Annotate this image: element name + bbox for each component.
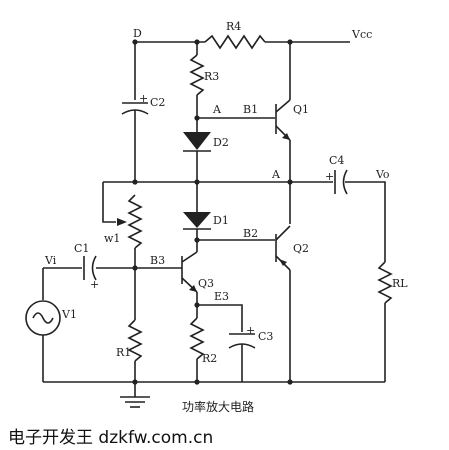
transistor-q3-collector: [181, 251, 198, 263]
potentiometer-w1-wiper: [117, 218, 127, 226]
capacitor-c1-plate-right: [91, 255, 97, 281]
junction-mid-center: [194, 179, 200, 185]
label-b1: B1: [243, 103, 258, 116]
label-v1: V1: [61, 308, 77, 321]
wire-mid-rail: [102, 181, 333, 223]
resistor-rl: [377, 261, 393, 304]
junction-a-top: [194, 115, 200, 121]
label-c3-plus: +: [246, 324, 255, 337]
label-r2: R2: [202, 352, 217, 365]
junction-top-vcc: [287, 39, 293, 45]
junction-gnd-q2: [287, 379, 293, 385]
resistor-r2: [189, 317, 205, 360]
junction-b2: [194, 237, 200, 243]
label-d2: D2: [213, 136, 229, 149]
label-vi: Vi: [44, 254, 57, 267]
junction-e3: [194, 302, 200, 308]
label-vcc: Vcc: [351, 28, 372, 41]
junction-gnd-r1: [132, 379, 138, 385]
label-c2: C2: [150, 96, 165, 109]
capacitor-c4-plate-right: [342, 169, 348, 195]
resistor-r1: [127, 319, 143, 362]
wire-e3-c3: [197, 304, 243, 332]
transistor-q2-arrow: [279, 259, 287, 266]
label-c1: C1: [74, 242, 89, 255]
label-w1: w1: [104, 232, 120, 245]
junction-mid-left: [132, 179, 138, 185]
label-q2: Q2: [293, 242, 309, 255]
label-q3: Q3: [198, 277, 214, 290]
transistor-q3-arrow: [189, 285, 197, 292]
label-vo: Vo: [375, 168, 390, 181]
label-b3: B3: [150, 254, 165, 267]
junction-a-mid: [287, 179, 293, 185]
footer-watermark: 电子开发王 dzkfw.com.cn: [8, 428, 213, 448]
label-rl: RL: [392, 277, 408, 290]
label-d: D: [133, 27, 142, 40]
junction-d: [132, 39, 138, 45]
label-r3: R3: [204, 70, 219, 83]
label-c3: C3: [258, 330, 273, 343]
label-b2: B2: [243, 227, 258, 240]
junction-top-r3: [194, 39, 200, 45]
label-r4: R4: [226, 20, 241, 33]
label-e3: E3: [214, 290, 229, 303]
resistor-r3: [189, 54, 205, 96]
junction-gnd-r2: [194, 379, 200, 385]
transistor-q1-collector: [275, 99, 291, 113]
label-a-mid: A: [271, 168, 281, 181]
label-c2-plus: +: [139, 92, 148, 105]
diode-d2: [183, 132, 211, 150]
label-c4: C4: [329, 154, 344, 167]
wire-c4-vo: [345, 181, 386, 262]
transistor-q2-collector: [275, 225, 291, 241]
diode-d1: [183, 212, 211, 228]
label-r1: R1: [116, 346, 131, 359]
label-c1-plus: +: [90, 278, 99, 291]
label-a-top: A: [212, 103, 222, 116]
junction-b3: [132, 265, 138, 271]
label-q1: Q1: [293, 103, 309, 116]
label-c4-plus: +: [325, 170, 334, 183]
diagram-caption: 功率放大电路: [182, 399, 254, 414]
resistor-r4: [204, 34, 266, 50]
label-d1: D1: [213, 214, 229, 227]
potentiometer-w1: [127, 194, 143, 249]
source-v1-wave: [32, 312, 54, 324]
transistor-q1-arrow: [282, 133, 290, 140]
